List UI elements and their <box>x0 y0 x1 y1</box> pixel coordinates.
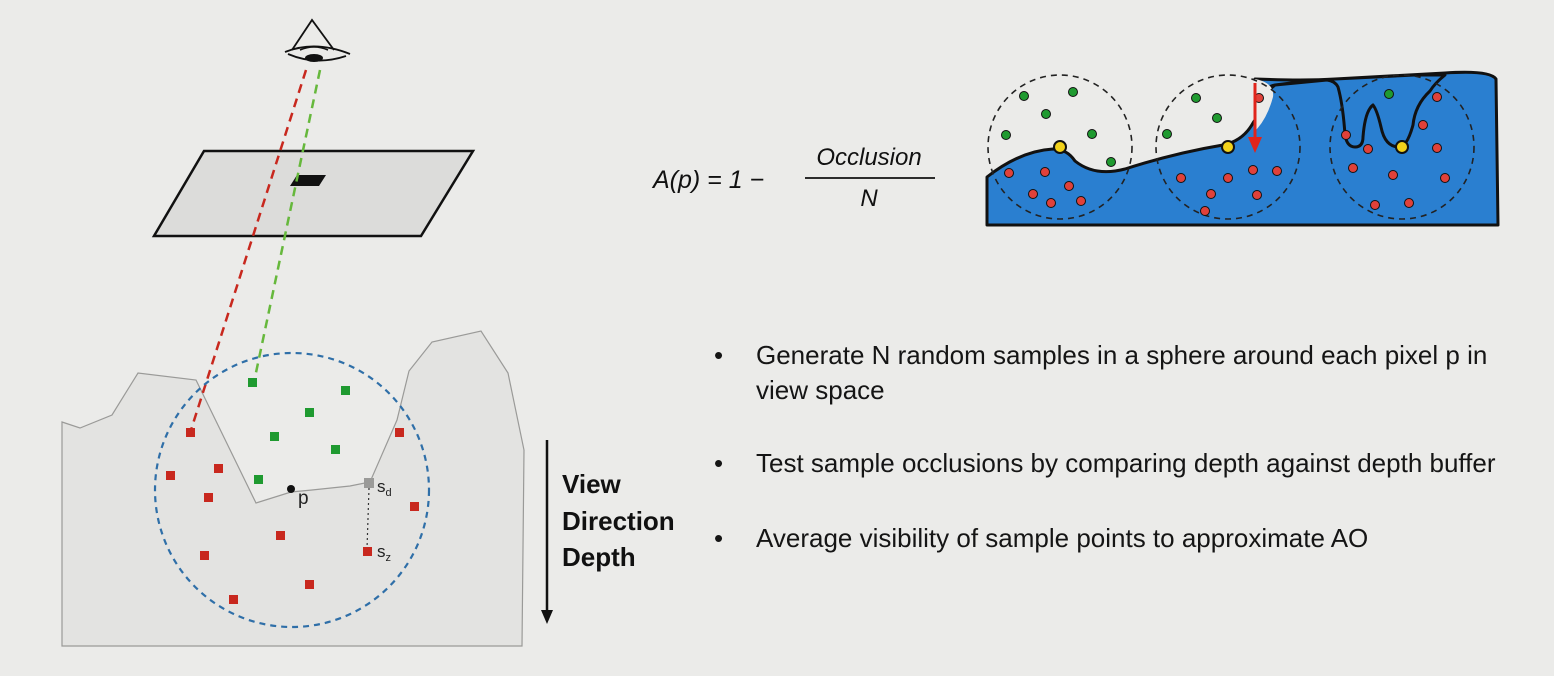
occluded-sample <box>186 428 195 437</box>
blue-surface-fill <box>985 70 1500 227</box>
eye-icon <box>284 18 351 62</box>
occluded-sample <box>200 551 209 560</box>
occluded-sample <box>166 471 175 480</box>
bullet-text: Test sample occlusions by comparing dept… <box>756 448 1496 478</box>
depth-arrow-head <box>1248 137 1262 153</box>
view-direction-arrow <box>541 440 553 624</box>
visible-sample <box>331 445 340 454</box>
visible-sample <box>270 432 279 441</box>
occluded-samples <box>1004 92 1450 216</box>
formula-lhs: A(p) = 1 − <box>651 166 764 194</box>
occluded-sample <box>214 464 223 473</box>
surface-samples-illustration <box>985 70 1500 227</box>
occluded-samples <box>166 428 419 604</box>
visible-sample <box>341 386 350 395</box>
sample-hemisphere <box>1155 74 1301 220</box>
pixel-point-label: p <box>298 488 309 509</box>
white-pocket <box>1251 79 1274 131</box>
pixel-point <box>287 485 295 493</box>
ssao-sample-diagram: sd sz p View Direction Depth <box>61 18 682 647</box>
bullet-text: Generate N random samples in a sphere ar… <box>756 340 1488 405</box>
sample-z-label: sz <box>377 542 391 564</box>
bullet-item: • Average visibility of sample points to… <box>712 521 1532 556</box>
sample-sphere <box>153 351 431 629</box>
visible-samples <box>1001 87 1394 167</box>
occluded-view-ray <box>189 69 308 431</box>
bullet-item: • Test sample occlusions by comparing de… <box>712 446 1532 481</box>
bullet-text: Average visibility of sample points to a… <box>756 523 1369 553</box>
sample-depth-marker <box>364 478 374 488</box>
sample-hemisphere <box>987 74 1133 220</box>
pixel-square <box>290 175 326 186</box>
bullet-dot: • <box>714 448 724 478</box>
surface-points <box>1053 140 1409 154</box>
bullet-dot: • <box>714 340 724 370</box>
bullet-item: • Generate N random samples in a sphere … <box>712 338 1532 408</box>
visible-sample <box>305 408 314 417</box>
sample-depth-label: sd <box>377 477 392 499</box>
visible-sample <box>248 378 257 387</box>
explanation-list: • Generate N random samples in a sphere … <box>712 338 1532 594</box>
bullet-dot: • <box>714 523 724 553</box>
occluded-sample <box>395 428 404 437</box>
ao-formula: A(p) = 1 − Occlusion N <box>651 144 935 212</box>
formula-denominator: N <box>860 185 878 212</box>
sample-hemisphere <box>1329 74 1475 220</box>
occluded-sample <box>410 502 419 511</box>
image-plane <box>151 149 476 238</box>
view-direction-depth-label: View Direction Depth <box>562 469 682 572</box>
occluded-sample <box>229 595 238 604</box>
visible-view-ray <box>252 69 322 383</box>
visible-sample <box>254 475 263 484</box>
formula-numerator: Occlusion <box>816 144 921 171</box>
visible-samples <box>248 378 350 484</box>
occluded-sample <box>305 580 314 589</box>
sample-z-marker <box>363 547 372 556</box>
depth-compare-line <box>366 487 370 550</box>
occluded-sample <box>276 531 285 540</box>
occluded-sample <box>204 493 213 502</box>
